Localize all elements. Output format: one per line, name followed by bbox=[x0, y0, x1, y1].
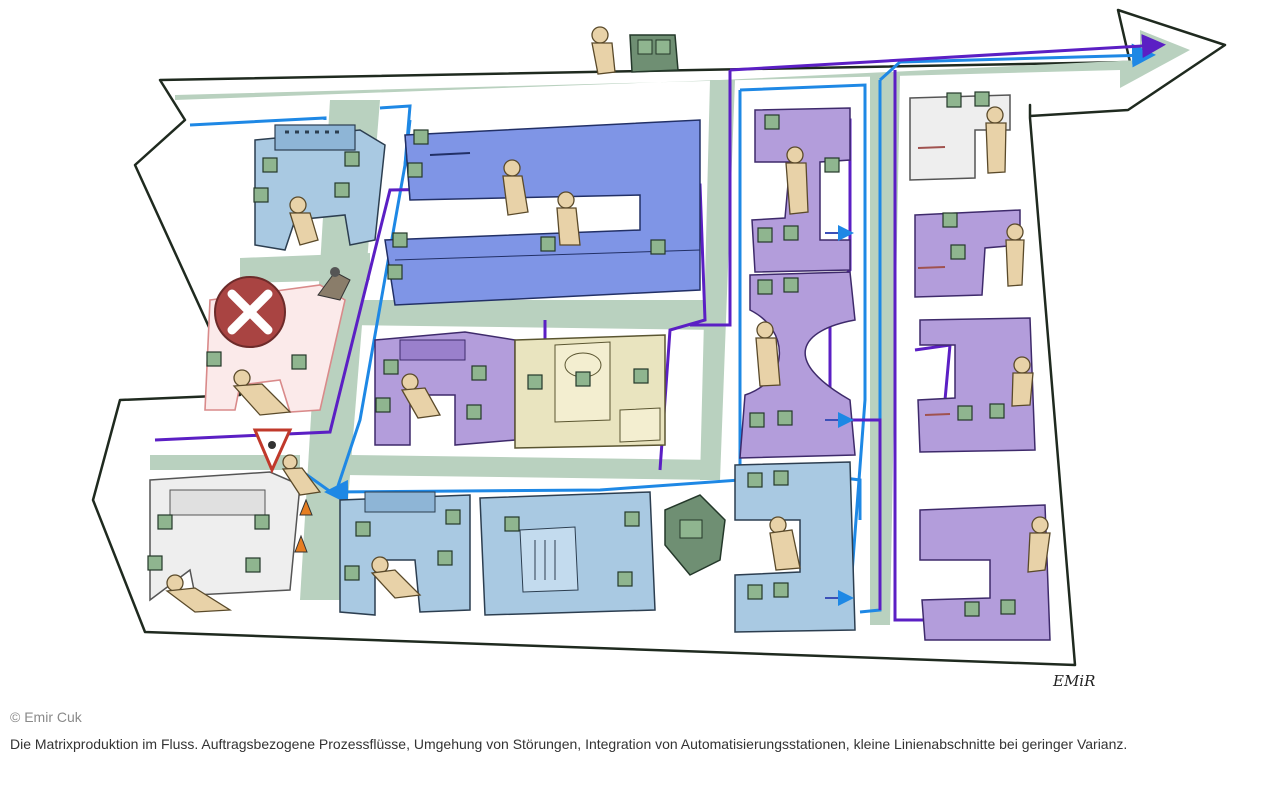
image-credit: © Emir Cuk bbox=[10, 709, 82, 725]
agv-cart-icon bbox=[664, 494, 726, 576]
worker-figure-icon bbox=[370, 556, 422, 599]
station-lightblue-bottom bbox=[339, 491, 656, 616]
workpiece-cube-icon-group bbox=[147, 91, 1016, 617]
station-beige-automation bbox=[514, 334, 666, 449]
station-lightblue-right bbox=[734, 461, 856, 633]
worker-figure-icon bbox=[785, 146, 809, 215]
station-grey-bottomleft bbox=[149, 471, 301, 602]
worker-figure-icon bbox=[556, 191, 581, 246]
worker-figure-icon bbox=[985, 106, 1007, 174]
station-blue-main bbox=[384, 119, 701, 306]
worker-figure-icon bbox=[1011, 356, 1034, 407]
figure-caption-block: © Emir Cuk Die Matrixproduktion im Fluss… bbox=[10, 708, 1280, 754]
worker-figure-icon bbox=[165, 574, 233, 613]
worker-figure-icon bbox=[289, 196, 319, 246]
agv-cart-top-icon bbox=[629, 34, 679, 73]
worker-figure-icon bbox=[400, 373, 442, 419]
artist-signature: EMiR bbox=[1052, 672, 1095, 690]
traffic-cone-icon bbox=[294, 498, 313, 553]
matrix-production-illustration: EMiR bbox=[91, 8, 1227, 690]
direction-arrows bbox=[429, 146, 951, 606]
worker-figure-icon bbox=[1027, 516, 1051, 573]
worker-figure-icon bbox=[769, 516, 801, 571]
figure-caption: Die Matrixproduktion im Fluss. Auftragsb… bbox=[10, 736, 1128, 752]
worker-figure-icon bbox=[232, 369, 292, 416]
station-grey-farright bbox=[909, 94, 1011, 181]
worker-figure-icon bbox=[1005, 223, 1025, 287]
no-entry-sign-icon bbox=[214, 276, 286, 348]
warning-triangle-icon bbox=[252, 428, 293, 474]
robot-arm-icon bbox=[317, 267, 351, 301]
worker-figure-icon bbox=[502, 159, 529, 216]
worker-figure-icon bbox=[591, 26, 616, 75]
worker-figure-icon bbox=[755, 321, 781, 387]
station-lilac-farright bbox=[914, 209, 1051, 641]
worker-figure-icon bbox=[281, 454, 322, 496]
worker-figure-icon-group bbox=[165, 26, 1051, 613]
